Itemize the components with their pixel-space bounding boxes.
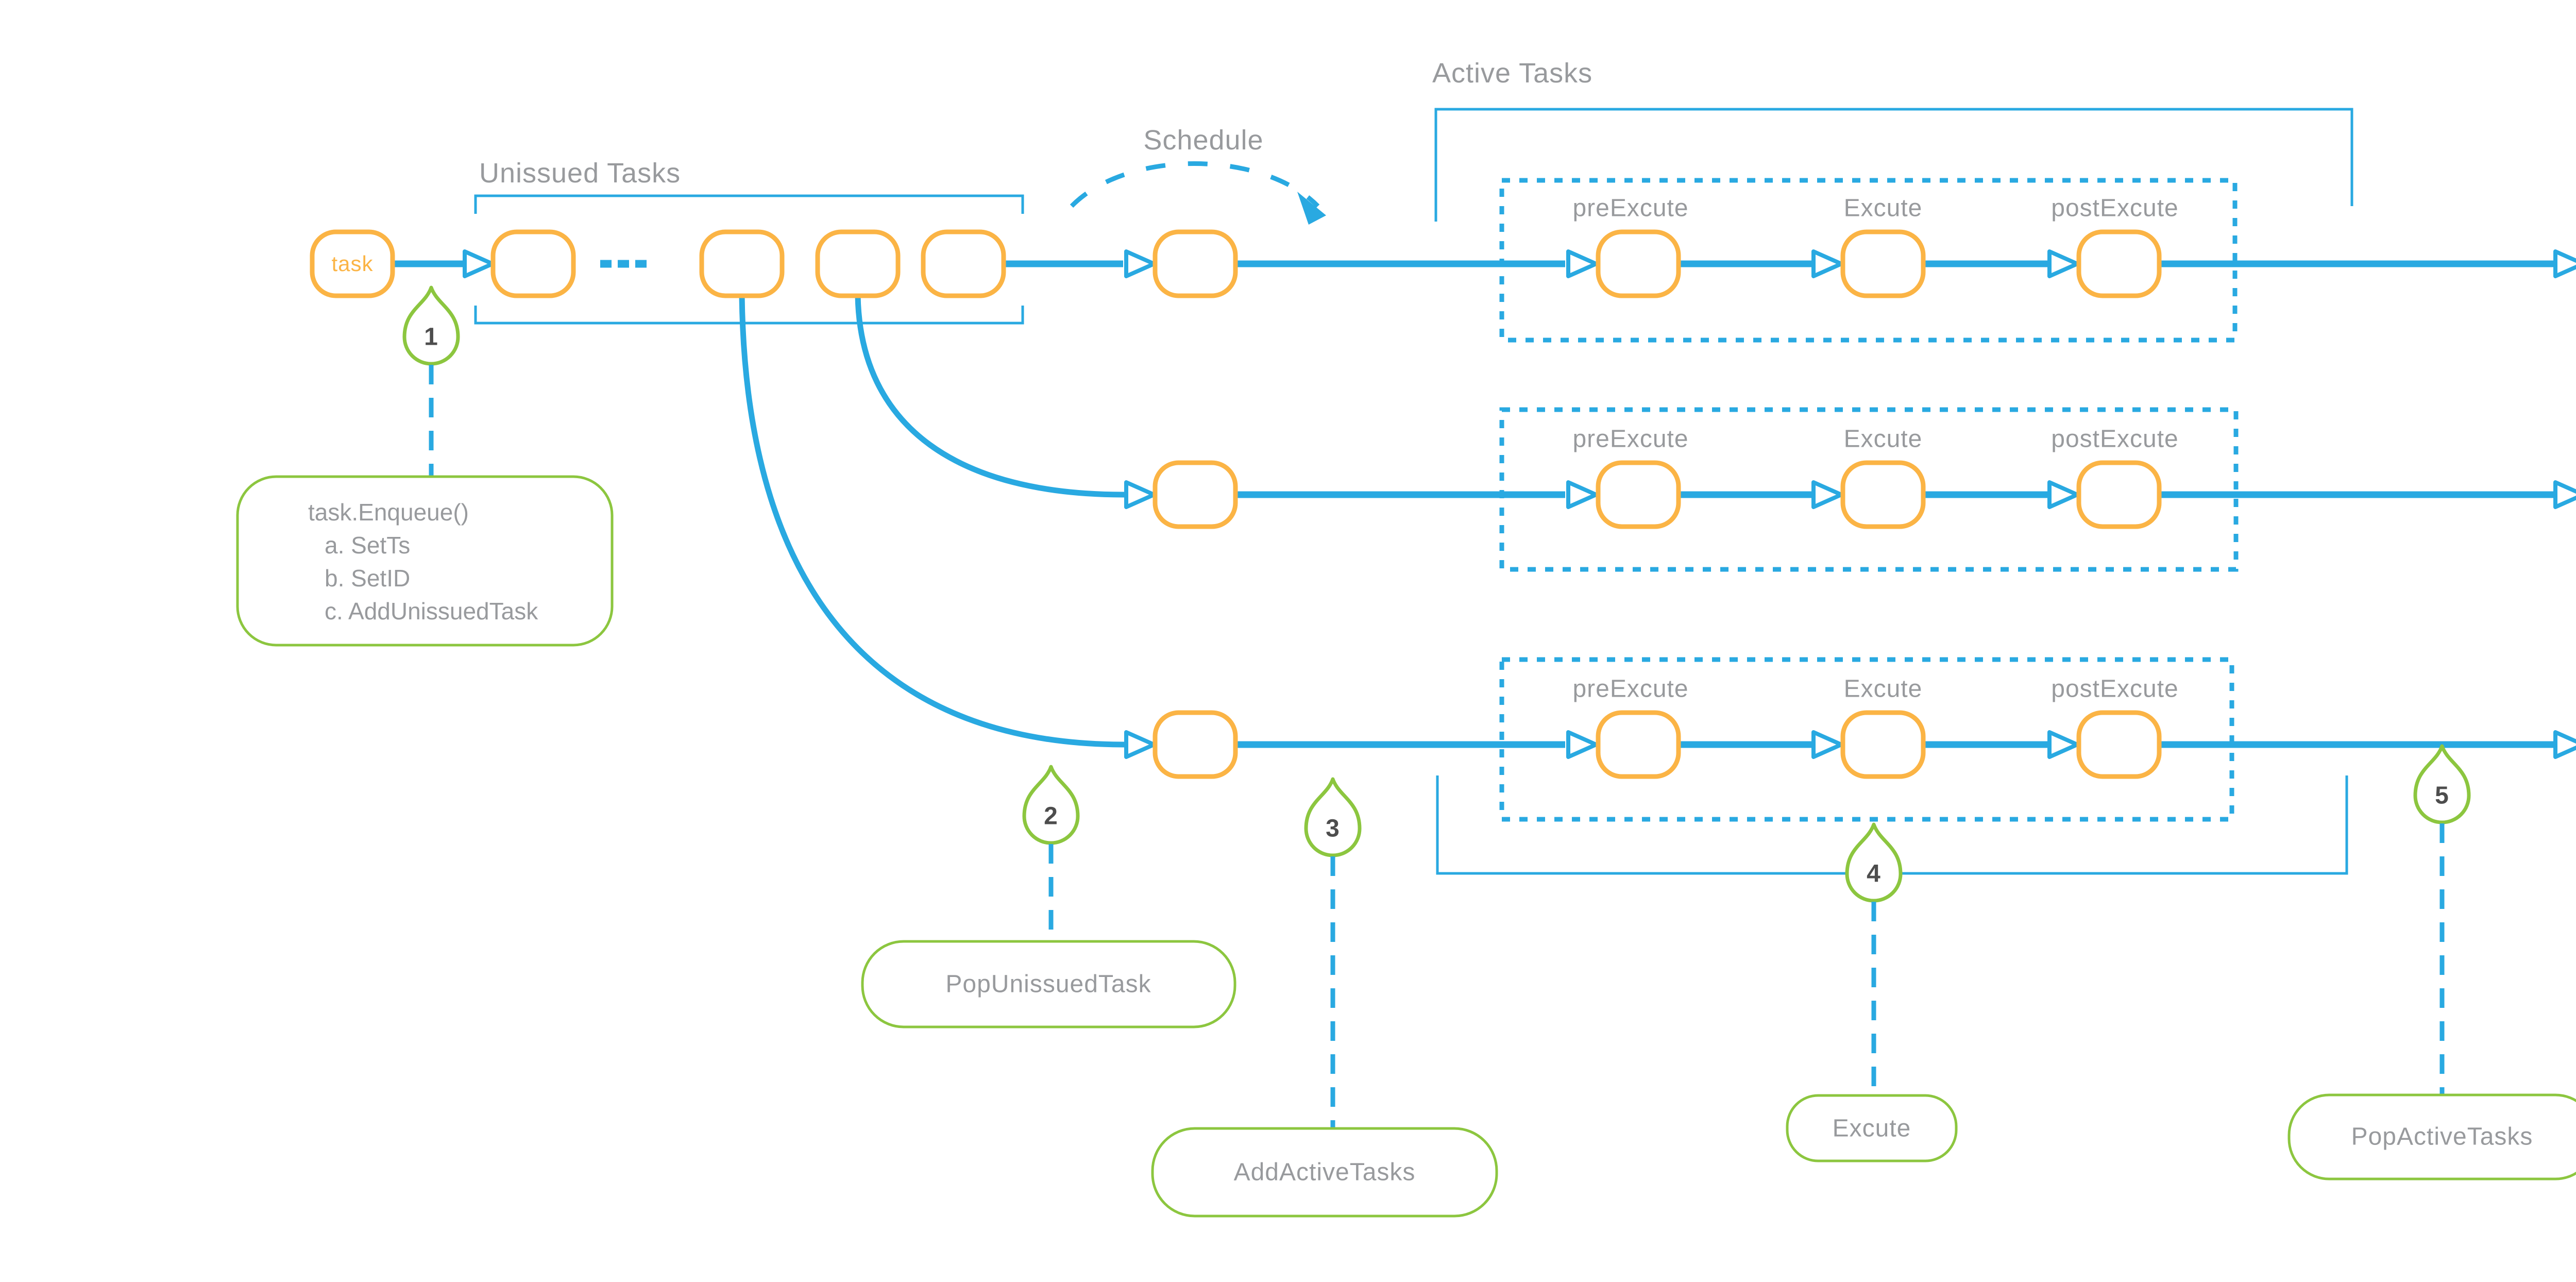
callout-excute-text: Excute	[1832, 1115, 1911, 1142]
callout-enqueue-box	[236, 475, 614, 647]
marker-5-number: 5	[2435, 782, 2449, 809]
curve-to-row-3	[739, 295, 1125, 748]
callout-enqueue-line-1: task.Enqueue()	[308, 499, 469, 526]
callout-enqueue-line-3: b. SetID	[325, 565, 411, 592]
callout-addactive-box	[1151, 1127, 1498, 1218]
row2-excute-label: Excute	[1843, 425, 1923, 453]
callout-popactive-text: PopActiveTasks	[2351, 1123, 2533, 1151]
callout-popunissued-box	[861, 940, 1236, 1028]
execute-dotted-boxes	[1499, 178, 2239, 822]
row1-excute-label: Excute	[1843, 194, 1923, 222]
callout-boxes	[236, 475, 2576, 1218]
marker-3-number: 3	[1326, 815, 1340, 842]
active-tasks-label: Active Tasks	[1432, 58, 1593, 89]
row1-postexcute-label: postExcute	[2051, 194, 2179, 222]
row2-preexcute-label: preExcute	[1572, 425, 1689, 453]
row1-preexcute-label: preExcute	[1572, 194, 1689, 222]
unissued-tasks-label: Unissued Tasks	[479, 158, 681, 189]
marker-4-number: 4	[1867, 860, 1881, 888]
dotted-box-row-2	[1499, 407, 2239, 572]
marker-1-number: 1	[424, 323, 438, 351]
row3-preexcute-label: preExcute	[1572, 675, 1689, 703]
callout-popactive-box	[2287, 1093, 2576, 1180]
unissued-tasks-bracket	[474, 194, 1024, 325]
callout-addactive-text: AddActiveTasks	[1233, 1158, 1416, 1186]
dotted-box-row-3	[1499, 657, 2234, 822]
scheduled-task-nodes	[1155, 232, 1235, 777]
active-tasks-bracket-top	[1434, 108, 2353, 222]
callout-excute-box	[1786, 1094, 1958, 1162]
callout-enqueue-text: task.Enqueue() a. SetTs b. SetID c. AddU…	[308, 496, 538, 628]
row2-postexcute-label: postExcute	[2051, 425, 2179, 453]
row3-postexcute-label: postExcute	[2051, 675, 2179, 703]
row3-excute-label: Excute	[1843, 675, 1923, 703]
enqueue-flow	[393, 251, 1154, 276]
callout-popunissued-text: PopUnissuedTask	[945, 970, 1151, 998]
task-node-label: task	[331, 251, 374, 276]
dotted-box-row-1	[1499, 178, 2238, 343]
dispatch-curves	[739, 295, 1125, 748]
callout-enqueue-line-2: a. SetTs	[325, 532, 411, 559]
schedule-arc-arrow	[1070, 161, 1326, 225]
marker-2-number: 2	[1044, 802, 1058, 830]
schedule-label: Schedule	[1143, 125, 1264, 156]
curve-to-row-2	[855, 295, 1125, 498]
callout-enqueue-line-4: c. AddUnissuedTask	[325, 598, 538, 625]
unissued-queue-nodes	[493, 232, 1004, 296]
marker-leader-lines	[429, 365, 2445, 1128]
